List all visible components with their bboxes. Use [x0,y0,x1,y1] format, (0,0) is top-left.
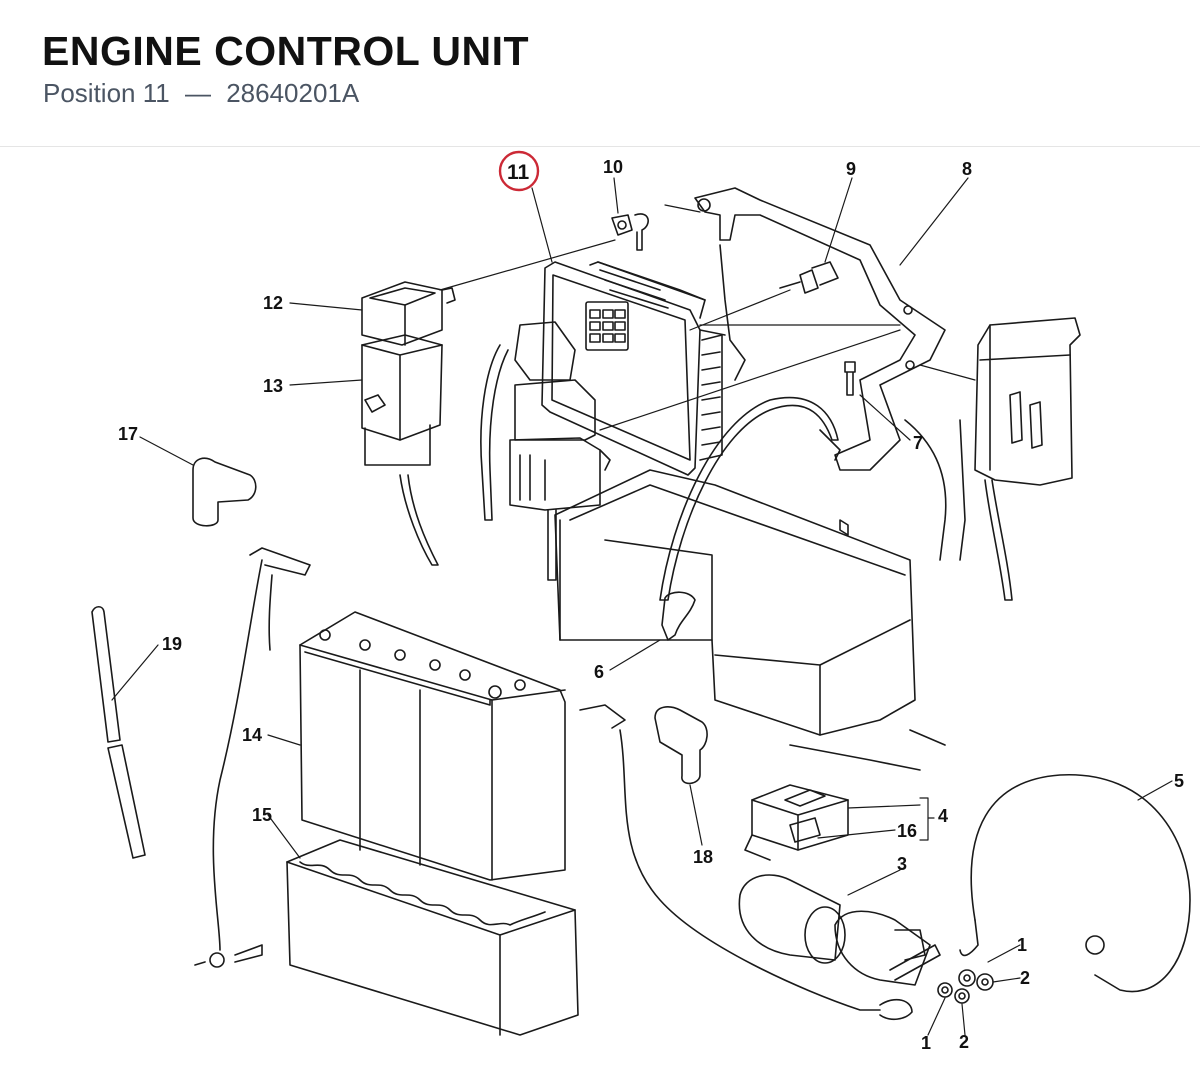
callout-15[interactable]: 15 [252,805,272,825]
callout-1-lower[interactable]: 1 [921,1033,931,1053]
position-label: Position 11 [43,78,170,108]
starter-relay-cover-4[interactable] [744,784,849,861]
terminal-cover-18[interactable] [654,706,708,785]
subtitle-separator: — [184,78,211,108]
stud-9[interactable] [779,261,839,294]
callout-3[interactable]: 3 [897,854,907,874]
callout-18[interactable]: 18 [693,847,713,867]
breather-hose-19[interactable] [91,605,146,859]
washer-10-small[interactable] [634,213,649,251]
callout-10[interactable]: 10 [603,157,623,177]
callout-19[interactable]: 19 [162,634,182,654]
relay-12[interactable] [361,281,456,346]
nut-10[interactable] [611,214,633,236]
callout-2-lower-right[interactable]: 2 [959,1032,969,1052]
callout-16[interactable]: 16 [897,821,917,841]
highlight-ring [498,150,540,192]
battery-box-15[interactable] [286,839,579,1036]
callout-4[interactable]: 4 [938,806,948,826]
relay-13[interactable] [361,334,443,566]
battery-14[interactable] [299,611,566,881]
battery-strap[interactable] [659,396,841,641]
engine-control-unit[interactable] [541,261,726,476]
callout-17[interactable]: 17 [118,424,138,444]
battery-tray [554,419,966,771]
fuse-holder-17[interactable] [192,457,257,527]
page-title: ENGINE CONTROL UNIT [42,28,530,74]
callout-labels: 11 10 9 8 12 13 17 7 19 6 14 5 4 16 15 1… [118,150,1184,1053]
callout-1-upper[interactable]: 1 [1017,935,1027,955]
page-header: ENGINE CONTROL UNIT Position 11 — 286402… [0,0,1200,147]
callout-14[interactable]: 14 [242,725,262,745]
callout-8[interactable]: 8 [962,159,972,179]
callout-12[interactable]: 12 [263,293,283,313]
callout-5[interactable]: 5 [1174,771,1184,791]
battery-cable-positive[interactable] [579,704,913,1021]
page-subtitle: Position 11 — 28640201A [43,78,359,109]
starter-cable-5[interactable] [959,774,1191,993]
callout-7[interactable]: 7 [913,433,923,453]
wiring-harness[interactable] [480,321,611,581]
callout-9[interactable]: 9 [846,159,856,179]
mounting-bracket[interactable] [694,187,946,471]
callout-6[interactable]: 6 [594,662,604,682]
part-number: 28640201A [226,78,360,108]
callout-11[interactable]: 11 [507,161,530,184]
bolt-7[interactable] [844,361,856,396]
starter-solenoid-3[interactable] [738,874,941,986]
battery-cable-negative[interactable] [194,547,311,968]
callout-13[interactable]: 13 [263,376,283,396]
callout-2-upper[interactable]: 2 [1020,968,1030,988]
side-module [974,317,1081,601]
leader-lines [111,177,1173,1036]
washers-1-2[interactable] [937,969,994,1004]
